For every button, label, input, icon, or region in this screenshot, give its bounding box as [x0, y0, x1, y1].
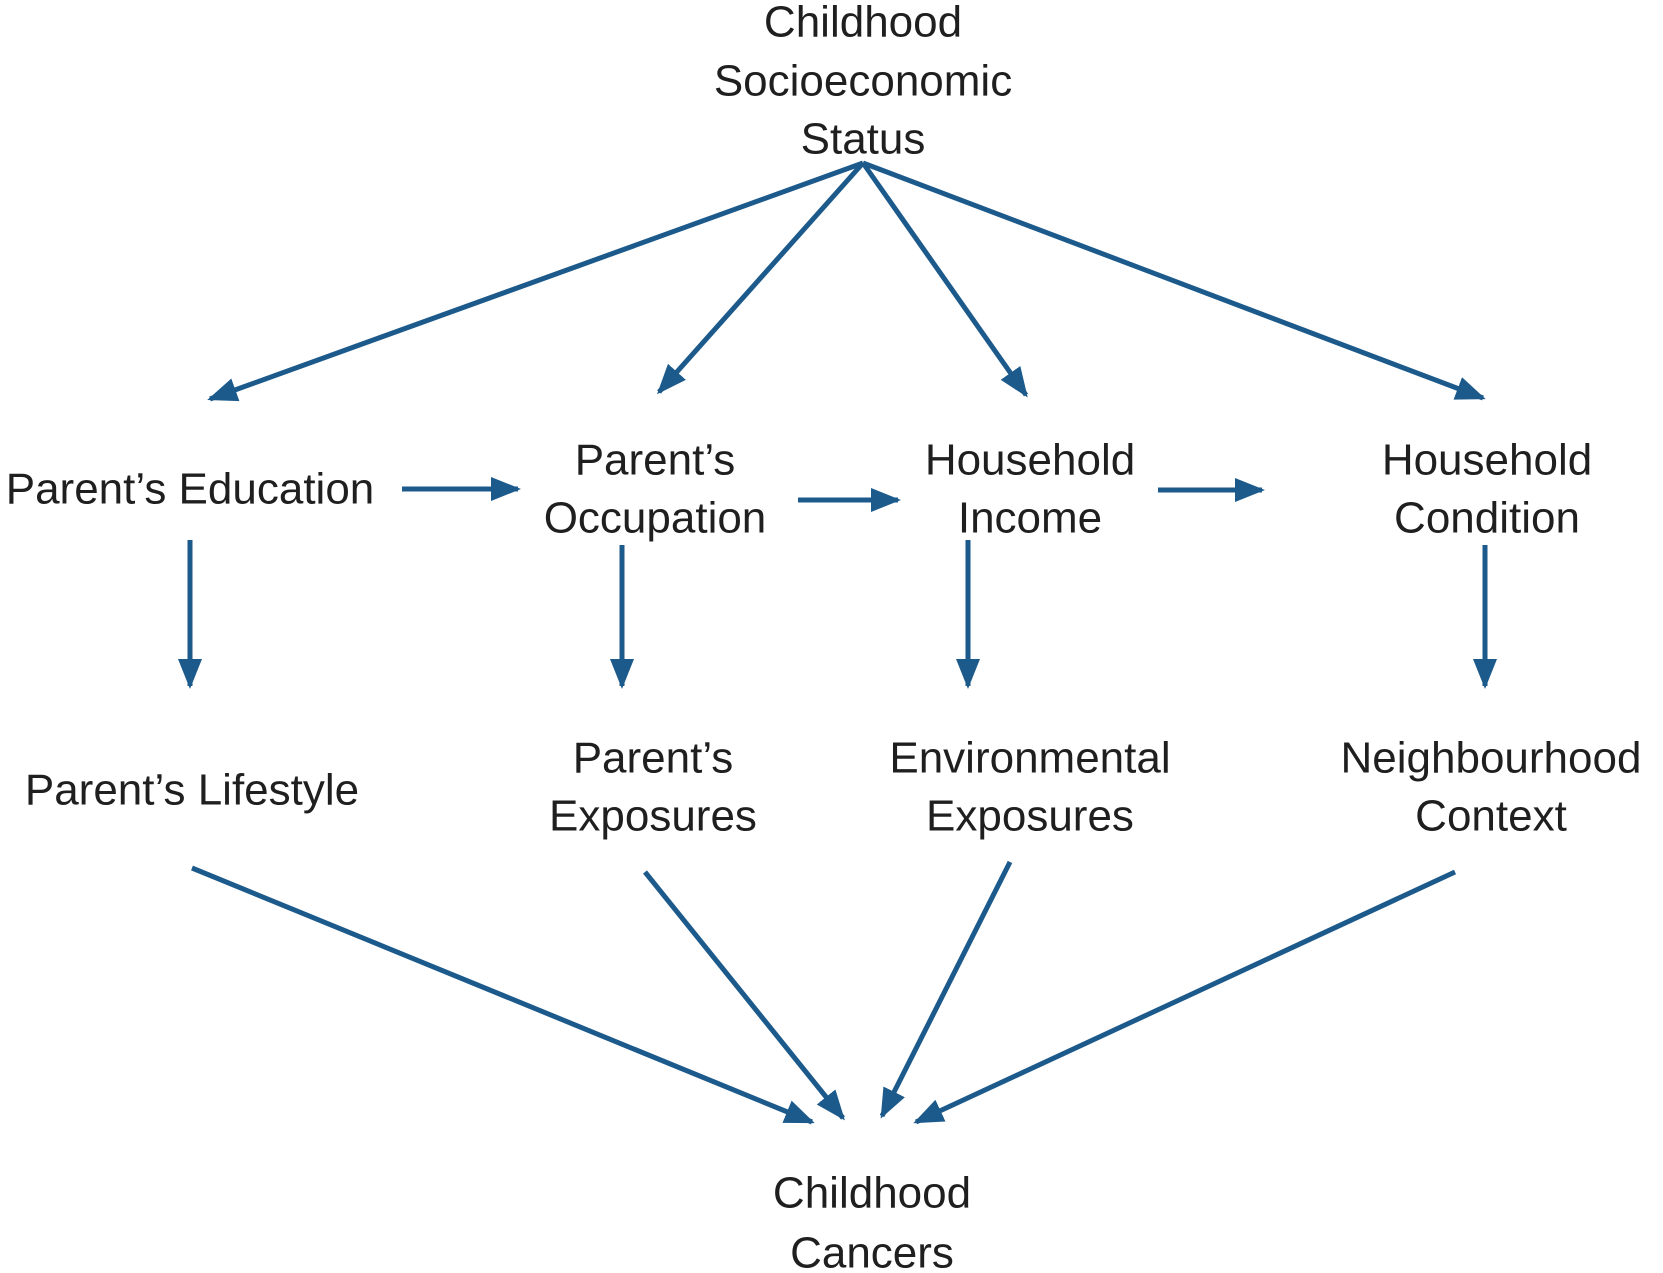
edge-ses-to-household-condition [862, 160, 1486, 401]
edge-neighbourhood-context-to-cancers [913, 869, 1457, 1125]
node-label-line: Parent’s Lifestyle [25, 766, 359, 815]
node-label-line: Income [958, 494, 1102, 543]
node-label-line: Childhood [764, 0, 962, 47]
node-label-line: Status [801, 115, 926, 164]
node-label-line: Childhood [773, 1169, 971, 1218]
node-label-line: Parent’s Education [6, 465, 375, 514]
node-neighbourhood-context: Neighbourhood Context [1341, 734, 1642, 841]
node-label-line: Household [1382, 436, 1592, 485]
node-household-income: Household Income [925, 436, 1135, 543]
node-label-line: Neighbourhood [1341, 734, 1642, 783]
node-label-line: Parent’s [575, 436, 736, 485]
node-label-line: Exposures [926, 792, 1134, 841]
node-childhood-cancers: Childhood Cancers [773, 1169, 971, 1273]
node-parents-lifestyle: Parent’s Lifestyle [25, 766, 359, 815]
node-label-line: Condition [1394, 494, 1580, 543]
edge-ses-to-household-income [860, 161, 1029, 398]
node-label-line: Environmental [889, 734, 1170, 783]
edge-ses-to-parents-education [207, 160, 864, 402]
node-label-line: Household [925, 436, 1135, 485]
edge-ses-to-parents-occupation [657, 161, 865, 395]
node-label-line: Cancers [790, 1229, 954, 1273]
node-environmental-exposures: Environmental Exposures [889, 734, 1170, 841]
node-parents-occupation: Parent’s Occupation [544, 436, 767, 543]
node-household-condition: Household Condition [1382, 436, 1592, 543]
edge-environmental-exposures-to-cancers [879, 860, 1013, 1119]
node-label-line: Context [1415, 792, 1567, 841]
edge-lifestyle-to-cancers [191, 865, 815, 1125]
node-label-line: Socioeconomic [714, 57, 1012, 106]
node-parents-exposures: Parent’s Exposures [549, 734, 757, 841]
node-parents-education: Parent’s Education [6, 465, 375, 514]
edge-parents-exposures-to-cancers [643, 870, 845, 1121]
node-label-line: Parent’s [573, 734, 734, 783]
node-childhood-socioeconomic-status: Childhood Socioeconomic Status [714, 0, 1012, 164]
node-label-line: Exposures [549, 792, 757, 841]
node-label-line: Occupation [544, 494, 767, 543]
